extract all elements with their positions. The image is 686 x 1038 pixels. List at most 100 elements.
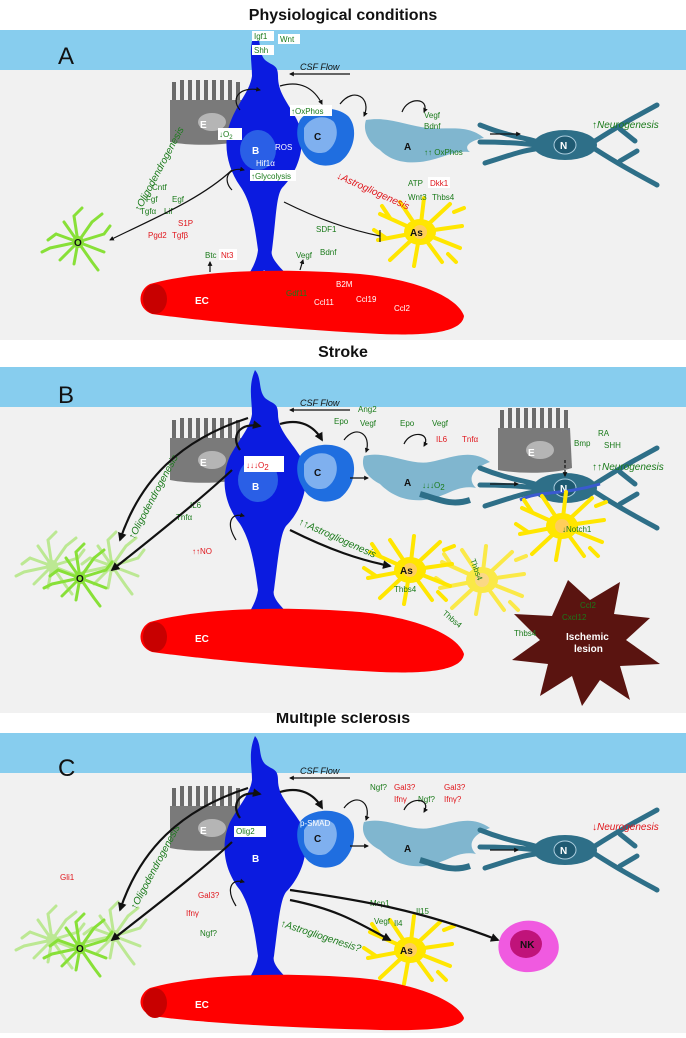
svg-text:Epo: Epo [400,419,415,428]
vessel-label: EC [195,1000,209,1011]
lesion-label-1: Ischemic [566,632,609,643]
svg-text:IL6: IL6 [190,501,202,510]
svg-text:Gal3?: Gal3? [394,783,416,792]
ventricle-band [0,367,686,407]
svg-text:Ifnγ: Ifnγ [394,795,407,804]
ventricle-band [0,733,686,773]
svg-text:Tgfβ: Tgfβ [172,231,189,240]
a-cell [362,454,490,501]
svg-text:Ifnγ?: Ifnγ? [444,795,462,804]
svg-text:Mcp1: Mcp1 [370,899,390,908]
vessel-label: EC [195,296,209,307]
ms-factors: Ngf? Gal3? Ifnγ Ngf? Gal3? Ifnγ? Gli1 Ga… [60,783,466,938]
svg-text:Ccl2: Ccl2 [580,601,597,610]
svg-text:Epo: Epo [334,417,349,426]
svg-text:Thbs4: Thbs4 [514,629,537,638]
svg-text:Thbs4: Thbs4 [432,193,455,202]
oligodendrocyte-label: O [76,944,84,955]
svg-text:B2M: B2M [336,280,353,289]
panel-a: A CSF Flow E B C A ↑↑ OxPhos N ↑Neurogen… [0,30,686,340]
psmad-label: p-SMAD [300,819,330,828]
nk-label: NK [520,940,535,951]
svg-text:S1P: S1P [178,219,193,228]
svg-text:Ccl2: Ccl2 [394,304,411,313]
neurogenesis-label: ↑Neurogenesis [592,120,659,131]
blood-vessel [140,608,464,673]
b-cell-label: B [252,482,259,493]
b-cell-label: B [252,854,259,865]
svg-text:Ngf?: Ngf? [200,929,217,938]
svg-text:Pgd2: Pgd2 [148,231,167,240]
blood-vessel [140,270,464,335]
vessel-factors: Btc Nt3 SDF1 Vegf Bdnf Gdf11 B2M Ccl11 C… [205,225,411,313]
notch-label: ↓Notch1 [562,525,592,534]
svg-text:Tnfα: Tnfα [462,435,479,444]
svg-text:Egf: Egf [172,195,185,204]
vessel-label: EC [195,634,209,645]
svg-text:RA: RA [598,429,610,438]
svg-text:IL6: IL6 [436,435,448,444]
csf-flow-label: CSF Flow [300,766,340,776]
svg-text:Dkk1: Dkk1 [430,179,449,188]
svg-text:Ngf?: Ngf? [418,795,435,804]
b-cell-label: B [252,146,259,157]
b-cell [224,736,306,998]
svg-text:Igf1: Igf1 [254,32,268,41]
svg-text:Gal3?: Gal3? [198,891,220,900]
b-o2: ↓O2 [219,130,233,141]
a-o2: ↓↓↓O2 [422,481,445,492]
oligodendrocyte-label: O [74,238,82,249]
title-ms: Multiple sclerosis [276,710,410,727]
b-cell [224,370,306,632]
svg-text:SDF1: SDF1 [316,225,337,234]
glycolysis-label: ↑Glycolysis [251,172,291,181]
svg-text:Cxcl12: Cxcl12 [562,613,587,622]
lesion-label-2: lesion [574,644,603,655]
svg-text:Ccl19: Ccl19 [356,295,377,304]
svg-text:Shh: Shh [254,46,268,55]
svg-text:Ccl11: Ccl11 [314,298,334,307]
astrocyte-label: As [400,566,413,577]
svg-text:Vegf: Vegf [360,419,377,428]
olig2-label: Olig2 [236,827,255,836]
top-factors: Igf1 Wnt Shh [252,31,300,55]
svg-text:Vegf: Vegf [296,251,313,260]
a-bdnf: Bdnf [424,122,441,131]
c-cell-label: C [314,468,321,479]
astrocyte-label: As [400,946,413,957]
nk-cell: NK [498,920,559,973]
astrocyte-label: As [410,228,423,239]
a-cell-label: A [404,844,411,855]
no-label: ↑↑NO [192,547,212,556]
c-cell-label: C [314,834,321,845]
neurogenesis-label: ↓Neurogenesis [592,822,659,833]
oxphos-label: ↑OxPhos [291,107,323,116]
svg-text:Nt3: Nt3 [221,251,234,260]
neuron-label: N [560,484,567,495]
neuron-label: N [560,846,567,857]
svg-text:Cntf: Cntf [152,183,167,192]
title-stroke: Stroke [318,344,368,361]
a-cell-label: A [404,478,411,489]
svg-text:Ang2: Ang2 [358,405,377,414]
oligodendrocyte-label: O [76,574,84,585]
svg-text:Thbs4: Thbs4 [394,585,417,594]
ependymal-label: E [200,120,207,131]
svg-text:Gdf11: Gdf11 [286,289,308,298]
csf-flow-label: CSF Flow [300,62,340,72]
svg-text:SHH: SHH [604,441,621,450]
svg-text:Fgf: Fgf [146,195,158,204]
panel-letter-b: B [58,382,74,409]
blood-vessel [140,974,464,1031]
a-oxphos: ↑↑ OxPhos [424,148,463,157]
svg-text:Btc: Btc [205,251,217,260]
svg-text:Tgfα: Tgfα [140,207,157,216]
b-o2: ↓↓↓O2 [246,461,269,472]
svg-text:Wnt: Wnt [280,35,295,44]
ependymal-label: E [200,458,207,469]
panel-b: B CSF Flow E E B ↓↓↓O2 C A ↓↓↓O2 N ↑↑Neu… [0,367,686,713]
csf-flow-label: CSF Flow [300,398,340,408]
astro-factors: ATP Dkk1 Wnt3 Thbs4 [408,177,455,202]
svg-text:Il15: Il15 [416,907,429,916]
